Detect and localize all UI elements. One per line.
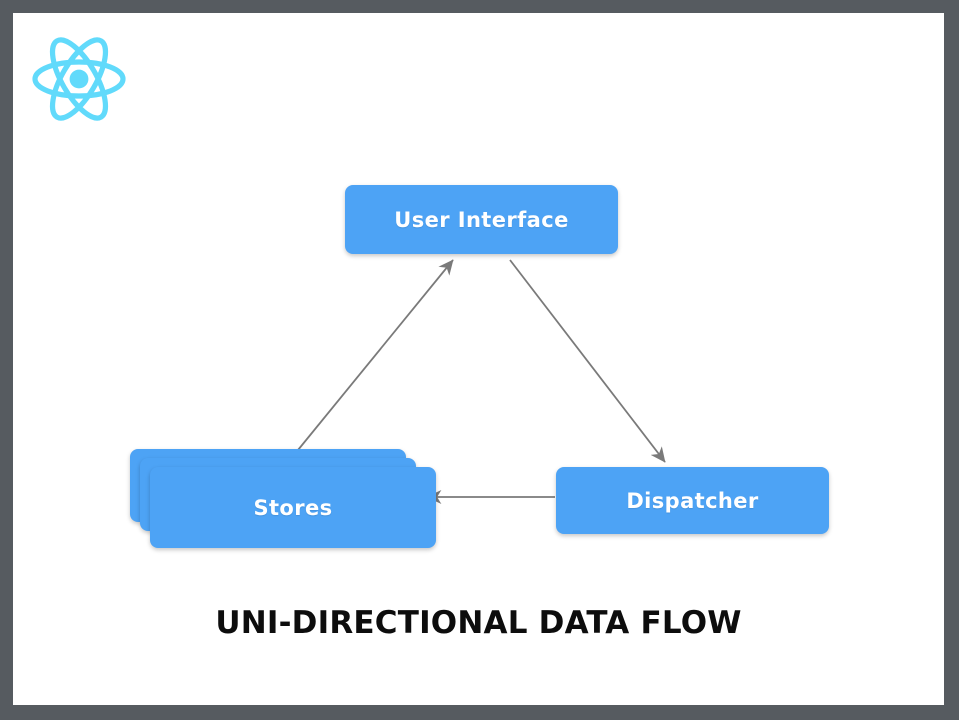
diagram-caption: UNI-DIRECTIONAL DATA FLOW xyxy=(215,605,742,641)
node-stores-label: Stores xyxy=(253,495,333,520)
node-user-interface[interactable]: User Interface xyxy=(345,185,618,254)
diagram-arrows xyxy=(297,259,666,505)
stores-card-front[interactable]: Stores xyxy=(150,467,436,548)
react-logo-icon xyxy=(27,27,131,131)
arrow-user-interface-to-dispatcher xyxy=(509,259,666,463)
arrow-stores-to-user-interface xyxy=(297,259,454,451)
node-stores[interactable]: Stores xyxy=(130,449,436,548)
node-dispatcher-label: Dispatcher xyxy=(626,488,759,513)
node-user-interface-label: User Interface xyxy=(394,207,569,232)
node-dispatcher[interactable]: Dispatcher xyxy=(556,467,829,534)
slide-canvas: User Interface Stores Dispatcher UNI-DIR… xyxy=(13,13,944,705)
